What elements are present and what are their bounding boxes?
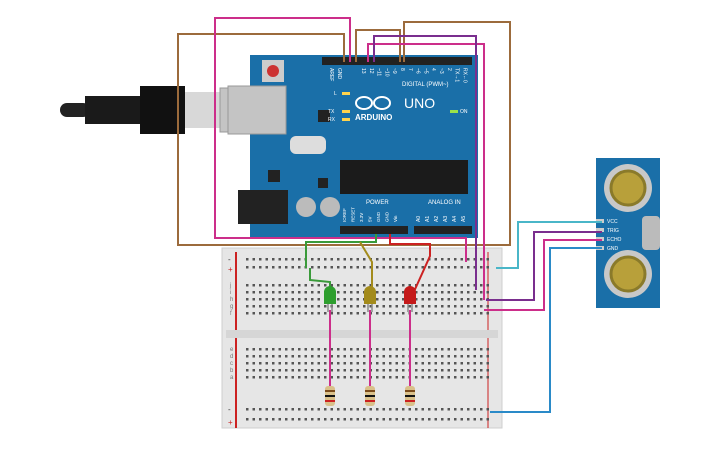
- row-label-e: e: [230, 347, 234, 353]
- resistor-3: [405, 386, 415, 406]
- usb-port: [227, 85, 287, 135]
- arduino-brand: ARDUINO: [355, 113, 392, 122]
- digital-pin-label: ~5: [422, 68, 428, 74]
- led-3: [404, 286, 416, 312]
- power-pin-label: GND: [376, 211, 381, 222]
- wire-cyan: [496, 221, 602, 269]
- power-pin-label: 3.3V: [359, 213, 364, 222]
- led-2: [364, 286, 376, 312]
- digital-pin-label: 8: [399, 68, 405, 71]
- row-label-a: a: [230, 375, 234, 381]
- tx-label: TX: [328, 109, 335, 115]
- digital-pin-label: ~10: [383, 68, 389, 77]
- analog-pin-label: A5: [461, 216, 467, 222]
- resistors: [325, 386, 415, 406]
- digital-pin-label: RX←0: [461, 68, 467, 83]
- capacitor-1: [296, 197, 316, 217]
- digital-pin-label: 2: [446, 68, 452, 71]
- arduino-model: UNO: [404, 95, 435, 111]
- resistor-1: [325, 386, 335, 406]
- gnd-label: GND: [336, 68, 342, 80]
- power-pin-label: RESET: [351, 207, 356, 222]
- aref-label: AREF: [328, 68, 334, 81]
- plus-label: +: [228, 265, 233, 274]
- row-label-d: d: [230, 354, 233, 360]
- wire-yellow: [359, 241, 373, 296]
- row-label-b: b: [230, 368, 234, 374]
- wire-red: [389, 234, 431, 297]
- capacitor-2: [320, 197, 340, 217]
- power-pin-label: IOREF: [342, 208, 347, 222]
- analog-pin-label: A1: [425, 216, 431, 222]
- sensor-pin-trig: TRIG: [607, 228, 619, 234]
- atmega-chip: [340, 160, 468, 194]
- reset-button-cap: [267, 65, 279, 77]
- row-label-j: j: [229, 283, 231, 289]
- digital-pin-label: 12: [368, 68, 374, 74]
- wire-brown-top: [355, 29, 401, 62]
- minus-label-bottom: -: [228, 405, 231, 414]
- digital-pin-label: ~6: [415, 68, 421, 74]
- row-label-h: h: [230, 297, 233, 303]
- led-1: [324, 286, 336, 312]
- row-label-c: c: [230, 361, 233, 367]
- hc-sr04-sensor: HC-SR04 VCC TRIG ECHO GND: [596, 158, 669, 308]
- sensor-pin-vcc: VCC: [607, 219, 618, 225]
- digital-pin-label: TX→1: [454, 68, 460, 82]
- resistor-2: [365, 386, 375, 406]
- arduino-logo: [355, 96, 391, 110]
- digital-pin-label: ~9: [391, 68, 397, 74]
- row-label-i: i: [230, 290, 231, 296]
- wires: [177, 17, 602, 413]
- analog-header: [414, 226, 472, 234]
- wire-magenta-sensor: [484, 239, 602, 311]
- wire-purple: [373, 35, 477, 290]
- digital-header: [322, 57, 472, 65]
- minus-label: -: [228, 255, 231, 264]
- power-jack: [238, 190, 288, 224]
- plus-label-bottom: +: [228, 418, 233, 427]
- digital-label: DIGITAL (PWM~): [402, 82, 449, 88]
- wire-magenta-2: [367, 43, 485, 300]
- wire-green: [305, 234, 377, 268]
- wire-magenta-outer: [214, 17, 467, 262]
- power-label: POWER: [366, 200, 389, 206]
- arduino-board: DIGITAL (PWM~) ARDUINO UNO POWER ANALOG …: [227, 55, 478, 238]
- row-label-f: f: [230, 311, 232, 317]
- power-pin-label: GND: [385, 211, 390, 222]
- row-label-g: g: [230, 304, 233, 310]
- on-label: ON: [460, 109, 468, 115]
- digital-pin-label: 13: [360, 68, 366, 74]
- power-pin-label: 5V: [368, 216, 373, 222]
- wire-brown-outer: [177, 21, 511, 246]
- power-pin-label: Vin: [393, 215, 398, 222]
- wire-blue-sensor: [490, 247, 602, 413]
- l-label: L: [334, 91, 337, 97]
- sensor-pin-gnd: GND: [607, 246, 619, 252]
- power-header: [340, 226, 408, 234]
- analog-pin-label: A4: [452, 216, 458, 222]
- analog-pin-label: A2: [434, 216, 440, 222]
- digital-pin-label: ~3: [438, 68, 444, 74]
- sensor-pin-echo: ECHO: [607, 237, 622, 243]
- digital-pin-label: 4: [430, 68, 436, 71]
- sensor-model: HC-SR04: [660, 198, 669, 233]
- analog-pin-label: A0: [416, 216, 422, 222]
- wire-purple-sensor: [486, 231, 602, 301]
- analog-label: ANALOG IN: [428, 200, 461, 206]
- digital-pin-label: ~11: [376, 68, 382, 76]
- analog-pin-label: A3: [443, 216, 449, 222]
- leds: [324, 286, 416, 312]
- crystal: [290, 136, 326, 154]
- rx-label: RX: [328, 117, 336, 123]
- digital-pin-label: 7: [407, 68, 413, 71]
